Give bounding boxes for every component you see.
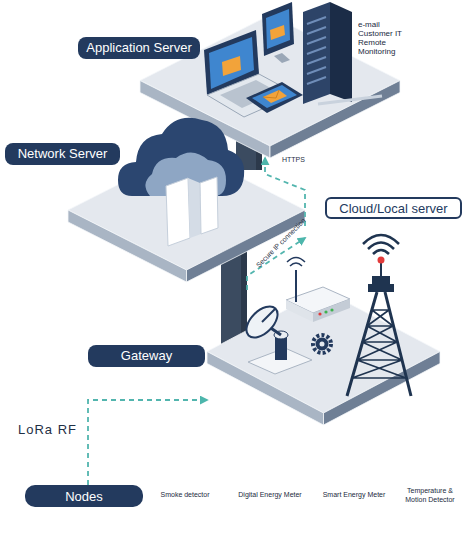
beacon-light bbox=[378, 257, 385, 264]
platform-shape bbox=[207, 290, 440, 425]
box-label: Cloud/Local server bbox=[327, 199, 460, 217]
platform-shape bbox=[68, 150, 305, 282]
platform-left bbox=[68, 210, 187, 282]
device-label: Smart Energy Meter bbox=[318, 490, 390, 499]
tower-antenna bbox=[380, 263, 382, 276]
tier-heading: Gateway bbox=[88, 345, 205, 367]
label-box: Nodes bbox=[25, 485, 143, 507]
signal-waves bbox=[363, 235, 399, 254]
dashed-arrow bbox=[88, 400, 207, 485]
edge-label: LoRa RF bbox=[18, 422, 98, 438]
label-box: Cloud/Local server bbox=[325, 197, 462, 219]
platform-right bbox=[270, 81, 400, 159]
tier-heading: Network Server bbox=[5, 143, 120, 165]
platform-top bbox=[207, 290, 440, 413]
tower-head bbox=[372, 276, 390, 284]
device-label: Temperature & Motion Detector bbox=[404, 486, 456, 504]
platform-right bbox=[324, 352, 441, 426]
device-label: Digital Energy Meter bbox=[232, 490, 308, 499]
platform-left bbox=[207, 352, 324, 426]
signal-waves bbox=[287, 258, 305, 267]
device-label: Smoke detector bbox=[150, 490, 220, 499]
service-list: e-mail Customer IT Remote Monitoring bbox=[358, 20, 416, 56]
tier-platform: Gateway bbox=[207, 290, 440, 425]
edge-label: HTTPS bbox=[282, 155, 322, 165]
tier-heading: Application Server bbox=[78, 37, 200, 59]
tier-platform: Network Server bbox=[68, 150, 305, 282]
platform-right bbox=[187, 210, 306, 282]
tower-platform bbox=[368, 284, 394, 292]
platform-left bbox=[140, 81, 270, 159]
router-antenna bbox=[295, 270, 297, 302]
box-label: Nodes bbox=[25, 485, 143, 507]
tier-platform: Application Servere-mail Customer IT Rem… bbox=[140, 15, 400, 158]
